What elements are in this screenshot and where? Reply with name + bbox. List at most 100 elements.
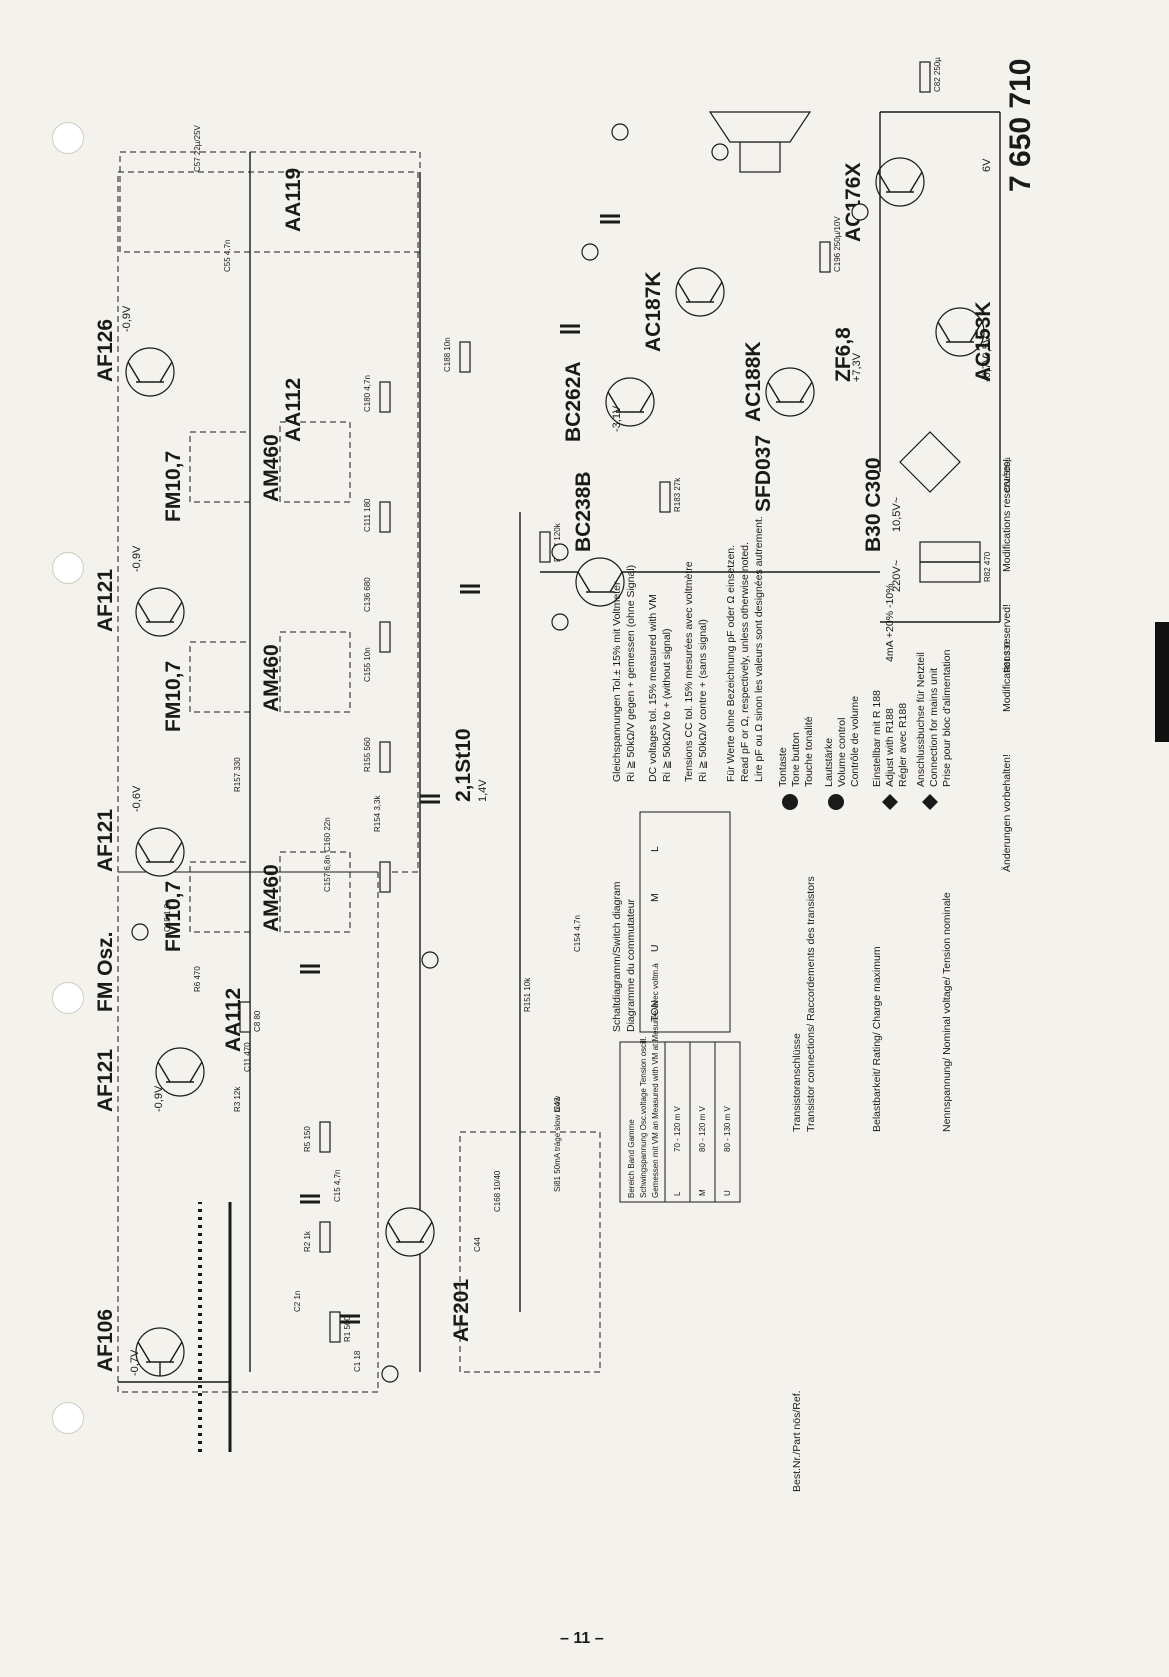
note-values-fr: Lire pF ou Ω sinon les valeurs sont desi… — [753, 516, 765, 782]
label-AF126: AF126 — [94, 319, 117, 382]
label-AA112-a: AA112 — [222, 988, 245, 1052]
component-label: R2 1k — [303, 1230, 312, 1252]
transistor-V156 — [135, 827, 185, 877]
voltage-label: +7,3V — [851, 352, 863, 382]
legend-7-en: Adjust with R188 — [884, 708, 896, 787]
legend-L-marker — [828, 794, 844, 810]
label-AF201: AF201 — [450, 1279, 473, 1342]
osc-row-band: M — [698, 1189, 707, 1196]
note-dc-de: Gleichspannungen Tol.± 15% mit Voltmeter — [611, 581, 623, 782]
osc-header-point: Gemessen mit VM an Measured with VM at M… — [651, 963, 660, 1198]
switch-header-l: L — [649, 846, 661, 852]
transistor-V155 — [385, 1207, 435, 1257]
transistor-V161 — [765, 367, 815, 417]
page-number: – 11 – — [560, 1630, 604, 1647]
component-label: R82 470 — [983, 551, 992, 582]
punch-hole — [52, 982, 84, 1014]
label-AC187K: AC187K — [642, 271, 665, 352]
component-label: C55 4,7n — [223, 240, 232, 272]
legend-T-de: Tontaste — [777, 747, 789, 787]
legend-9-marker — [922, 794, 938, 810]
label-AF121-c: AF121 — [94, 569, 117, 632]
detector-box — [119, 151, 421, 253]
component-label: C18 1,8n — [163, 900, 172, 932]
legend-L-en: Volume control — [836, 718, 848, 787]
label-AC176X: AC176X — [842, 163, 865, 242]
legend-7-de: Einstellbar mit R 188 — [871, 690, 883, 787]
note-dc-de2: Ri ≧ 50kΩ/V gegen + gemessen (ohne Signa… — [625, 565, 637, 782]
switch-header-m: M — [649, 893, 661, 902]
legend-9-fr: Prise pour bloc d'alimentation — [941, 649, 953, 787]
transistor-V158 — [575, 557, 625, 607]
label-FM10-7-c: FM10,7 — [162, 451, 185, 522]
component-label: C44 — [473, 1237, 482, 1252]
component-label: R6 470 — [193, 966, 202, 992]
component-label: C11 470 — [243, 1042, 252, 1072]
component-label: R3 12k — [233, 1086, 242, 1112]
legend-7-fr: Régler avec R188 — [897, 703, 909, 787]
if-coil-L101 — [189, 861, 251, 933]
component-label: C15 4,7n — [333, 1170, 342, 1202]
component-label: C2 1n — [293, 1291, 302, 1312]
note-values-de: Für Werte ohne Bezeichnung pF oder Ω ein… — [725, 545, 737, 782]
switch-header-ton: TON — [649, 1000, 661, 1022]
transformer-T81 — [919, 541, 981, 583]
loudspeaker — [708, 111, 812, 173]
voltage-label: -0,7V — [129, 1349, 141, 1376]
transistor-V82 — [875, 157, 925, 207]
component-label: R155 560 — [363, 737, 372, 772]
switch-diagram-title: Schaltdiagramm/Switch diagram — [611, 881, 623, 1032]
component-label: C157 6,8n — [323, 855, 332, 892]
edge-tab-mark — [1155, 622, 1169, 742]
label-AF121-a: AF121 — [94, 1049, 117, 1112]
label-AC153K: AC153K — [972, 301, 995, 382]
label-AM460-c: AM460 — [260, 434, 283, 502]
if-coil-L136 — [279, 631, 351, 713]
legend-T-en: Tone button — [790, 732, 802, 787]
component-label: C8 80 — [253, 1010, 262, 1032]
component-label: R177 120k — [553, 522, 562, 562]
component-label: C168 10/40 — [493, 1170, 502, 1212]
voltage-label: 1,4V — [477, 779, 489, 802]
component-label: C180 4,7n — [363, 375, 372, 412]
component-label: C82 250µ — [933, 57, 942, 92]
component-label: R157 330 — [233, 757, 242, 792]
label-AC188K: AC188K — [742, 341, 765, 422]
label-AA119: AA119 — [282, 168, 305, 232]
osc-row-voltage: 80 - 130 m V — [723, 1106, 732, 1152]
label-SFD037: SFD037 — [752, 435, 775, 512]
osc-table-frame — [619, 1041, 741, 1203]
if-coil-L126 — [279, 851, 351, 933]
component-label: C81 500µ — [1003, 457, 1012, 492]
voltage-label: -0,9V — [131, 545, 143, 572]
legend-T-marker — [782, 794, 798, 810]
punch-hole — [52, 122, 84, 154]
label-AA112-b: AA112 — [282, 378, 305, 442]
legend-7-value: 4mA +20% -10% — [884, 583, 896, 662]
if-coil-L106 — [189, 641, 251, 713]
voltage-label: -6,7V — [981, 355, 993, 382]
legend-T-fr: Touche tonalité — [803, 716, 815, 787]
legend-9-en: Connection for mains unit — [928, 668, 940, 787]
label-BC238B: BC238B — [572, 471, 595, 552]
footer-en: Modifications reserved! — [1001, 604, 1013, 712]
component-label: R183 27k — [673, 477, 682, 512]
voltage-label: 6V — [981, 158, 993, 172]
label-FM10-7-b: FM10,7 — [162, 661, 185, 732]
component-label: C57 22µ/25V — [193, 124, 202, 172]
voltage-label: -3,1V — [611, 405, 623, 432]
drawing-number: 7 650 710 — [1004, 59, 1037, 192]
label-FM10-7-a: FM10,7 — [162, 881, 185, 952]
label-AF106: AF106 — [94, 1309, 117, 1372]
osc-row-voltage: 70 - 120 m V — [673, 1106, 682, 1152]
voltage-label: -0,9V — [153, 1085, 165, 1112]
label-AM460-b: AM460 — [260, 644, 283, 712]
if-coil-L141 — [279, 421, 351, 503]
component-label: C155 10n — [363, 647, 372, 682]
label-BC262A: BC262A — [562, 361, 585, 442]
component-label: C196 250µ/10V — [833, 216, 842, 272]
note-dc-en: DC voltages tol. 15% measured with VM — [647, 594, 659, 782]
label-FM-osz: FM Osz. — [94, 931, 117, 1012]
